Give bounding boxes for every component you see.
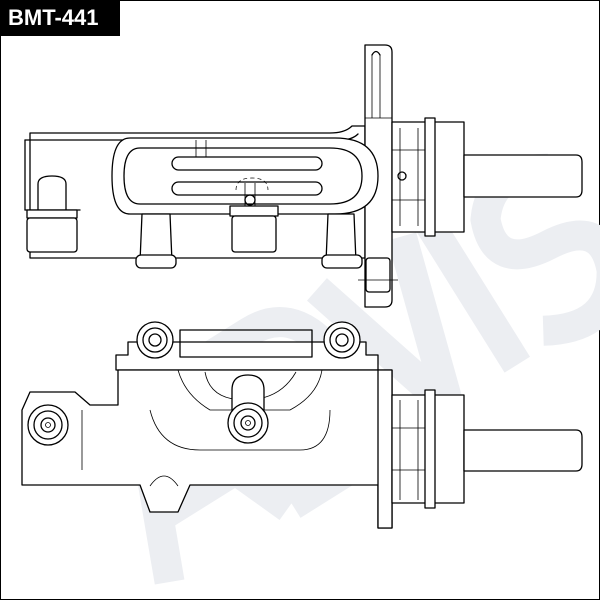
bottom-view bbox=[21, 321, 583, 529]
port-center bbox=[227, 374, 269, 444]
top-view bbox=[24, 44, 583, 308]
port-side bbox=[27, 404, 69, 446]
part-number-label: BMT-441 bbox=[0, 0, 120, 36]
port-rear-right bbox=[323, 321, 361, 359]
port-rear-left bbox=[136, 321, 174, 359]
